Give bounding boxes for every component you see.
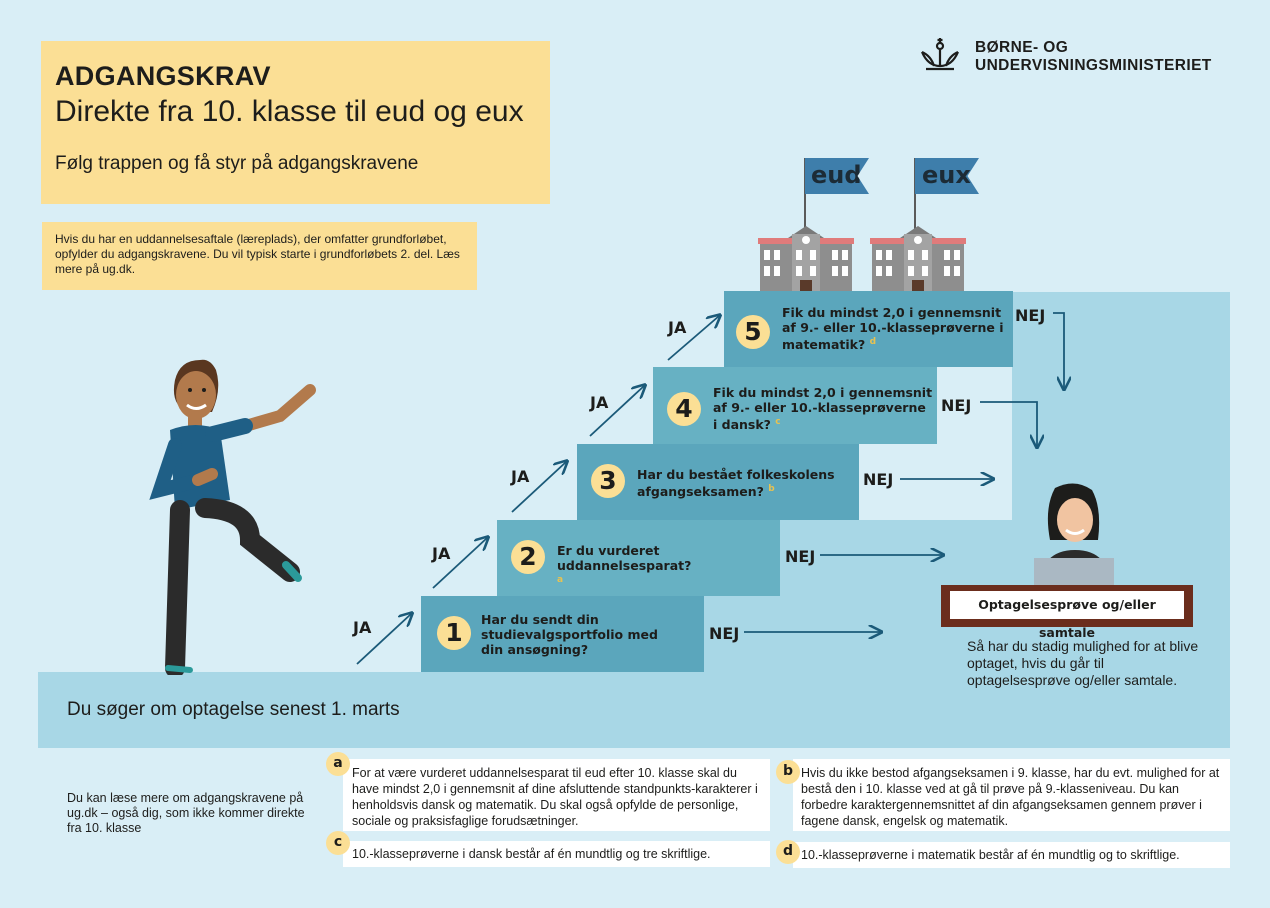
step-4-question: Fik du mindst 2,0 i gennemsnit af 9.- el… [713, 385, 933, 432]
ja-arrow-1 [356, 614, 411, 665]
logo-text: BØRNE- OG UNDERVISNINGSMINISTERIET [975, 39, 1212, 75]
step-1-question: Har du sendt din studievalgsportfolio me… [481, 612, 658, 657]
crown-logo-icon [920, 38, 960, 71]
step-3-number: 3 [591, 464, 625, 498]
footnote-b-letter: b [776, 760, 800, 784]
flag-eud: eud [805, 158, 869, 194]
step-5-note: d [869, 337, 877, 347]
step-4: 4 Fik du mindst 2,0 i gennemsnit af 9.- … [653, 367, 937, 444]
read-more-text: Du kan læse mere om adgangskravene på ug… [67, 791, 305, 835]
ja-label-1: JA [353, 618, 372, 637]
step-2: 2 Er du vurderet uddannelsesparat? a [497, 520, 780, 596]
logo-line-1: BØRNE- OG [975, 39, 1069, 56]
step-5-question: Fik du mindst 2,0 i gennemsnit af 9.- el… [782, 305, 1008, 352]
step-4-question-text: Fik du mindst 2,0 i gennemsnit af 9.- el… [713, 385, 933, 433]
logo-line-2: UNDERVISNINGSMINISTERIET [975, 57, 1212, 74]
page-subtitle: Direkte fra 10. klasse til eud og eux [55, 95, 524, 128]
step-3-question: Har du bestået folkeskolens afgangseksam… [637, 467, 837, 499]
interview-sign: Optagelsesprøve og/eller samtale [941, 585, 1193, 640]
ja-label-4: JA [590, 393, 609, 412]
footnote-c-letter: c [326, 831, 350, 855]
student-pointing-illustration [149, 359, 316, 675]
step-2-note: a [557, 575, 564, 585]
nej-label-5: NEJ [1015, 306, 1046, 325]
step-3-note: b [768, 484, 775, 494]
nej-label-2: NEJ [785, 547, 816, 566]
interview-description: Så har du stadig mulighed for at blive o… [967, 638, 1199, 688]
page-title: ADGANGSKRAV [55, 61, 271, 91]
footnote-a: For at være vurderet uddannelsesparat ti… [343, 759, 770, 831]
flag-eux-label: eux [922, 161, 971, 189]
footnote-a-letter: a [326, 752, 350, 776]
ja-arrow-2 [432, 538, 487, 589]
ja-label-3: JA [511, 467, 530, 486]
footnote-a-text: For at være vurderet uddannelsesparat ti… [352, 766, 758, 828]
nej-label-3: NEJ [863, 470, 894, 489]
footnote-d-text: 10.-klasseprøverne i matematik består af… [801, 848, 1180, 862]
flag-eud-label: eud [811, 161, 862, 189]
nej-arrow-5 [1053, 312, 1064, 388]
nej-label-1: NEJ [709, 624, 740, 643]
step-1: 1 Har du sendt din studievalgsportfolio … [421, 596, 704, 672]
title-box: ADGANGSKRAV Direkte fra 10. klasse til e… [41, 41, 550, 204]
footnote-b: Hvis du ikke bestod afgangseksamen i 9. … [793, 759, 1230, 831]
footnote-c: 10.-klasseprøverne i dansk består af én … [343, 841, 770, 867]
footnote-d: 10.-klasseprøverne i matematik består af… [793, 842, 1230, 868]
footnote-d-letter: d [776, 840, 800, 864]
ground-text: Du søger om optagelse senest 1. marts [67, 699, 400, 720]
step-5-number: 5 [736, 315, 770, 349]
flag-eux: eux [915, 158, 979, 194]
step-3: 3 Har du bestået folkeskolens afgangseks… [577, 444, 859, 520]
step-3-question-text: Har du bestået folkeskolens afgangseksam… [637, 467, 835, 500]
ja-arrow-5 [667, 316, 719, 361]
nej-arrow-4 [980, 401, 1037, 446]
nej-label-4: NEJ [941, 396, 972, 415]
interview-sign-label: Optagelsesprøve og/eller samtale [950, 591, 1184, 640]
step-2-question-text: Er du vurderet uddannelsesparat? [557, 543, 692, 573]
school-building-eux-icon [870, 226, 966, 294]
footnote-c-text: 10.-klasseprøverne i dansk består af én … [352, 847, 711, 861]
ja-arrow-3 [511, 462, 566, 513]
advisor-illustration [1034, 483, 1114, 590]
info-box: Hvis du har en uddannelsesaftale (lærepl… [42, 222, 477, 290]
step-1-number: 1 [437, 616, 471, 650]
flag-pole-eux [914, 158, 916, 238]
step-4-number: 4 [667, 392, 701, 426]
info-box-text: Hvis du har en uddannelsesaftale (lærepl… [55, 232, 460, 276]
school-building-eud-icon [758, 226, 854, 294]
step-4-note: c [775, 417, 781, 427]
page-tagline: Følg trappen og få styr på adgangskraven… [55, 153, 419, 174]
ground-platform [38, 672, 1230, 748]
ja-label-5: JA [668, 318, 687, 337]
ja-label-2: JA [432, 544, 451, 563]
step-5-question-text: Fik du mindst 2,0 i gennemsnit af 9.- el… [782, 305, 1004, 353]
step-2-question: Er du vurderet uddannelsesparat? a [557, 543, 691, 590]
step-2-number: 2 [511, 540, 545, 574]
ja-arrow-4 [589, 386, 644, 437]
step-5: 5 Fik du mindst 2,0 i gennemsnit af 9.- … [724, 291, 1013, 367]
flag-pole-eud [804, 158, 806, 238]
footnote-b-text: Hvis du ikke bestod afgangseksamen i 9. … [801, 766, 1220, 828]
